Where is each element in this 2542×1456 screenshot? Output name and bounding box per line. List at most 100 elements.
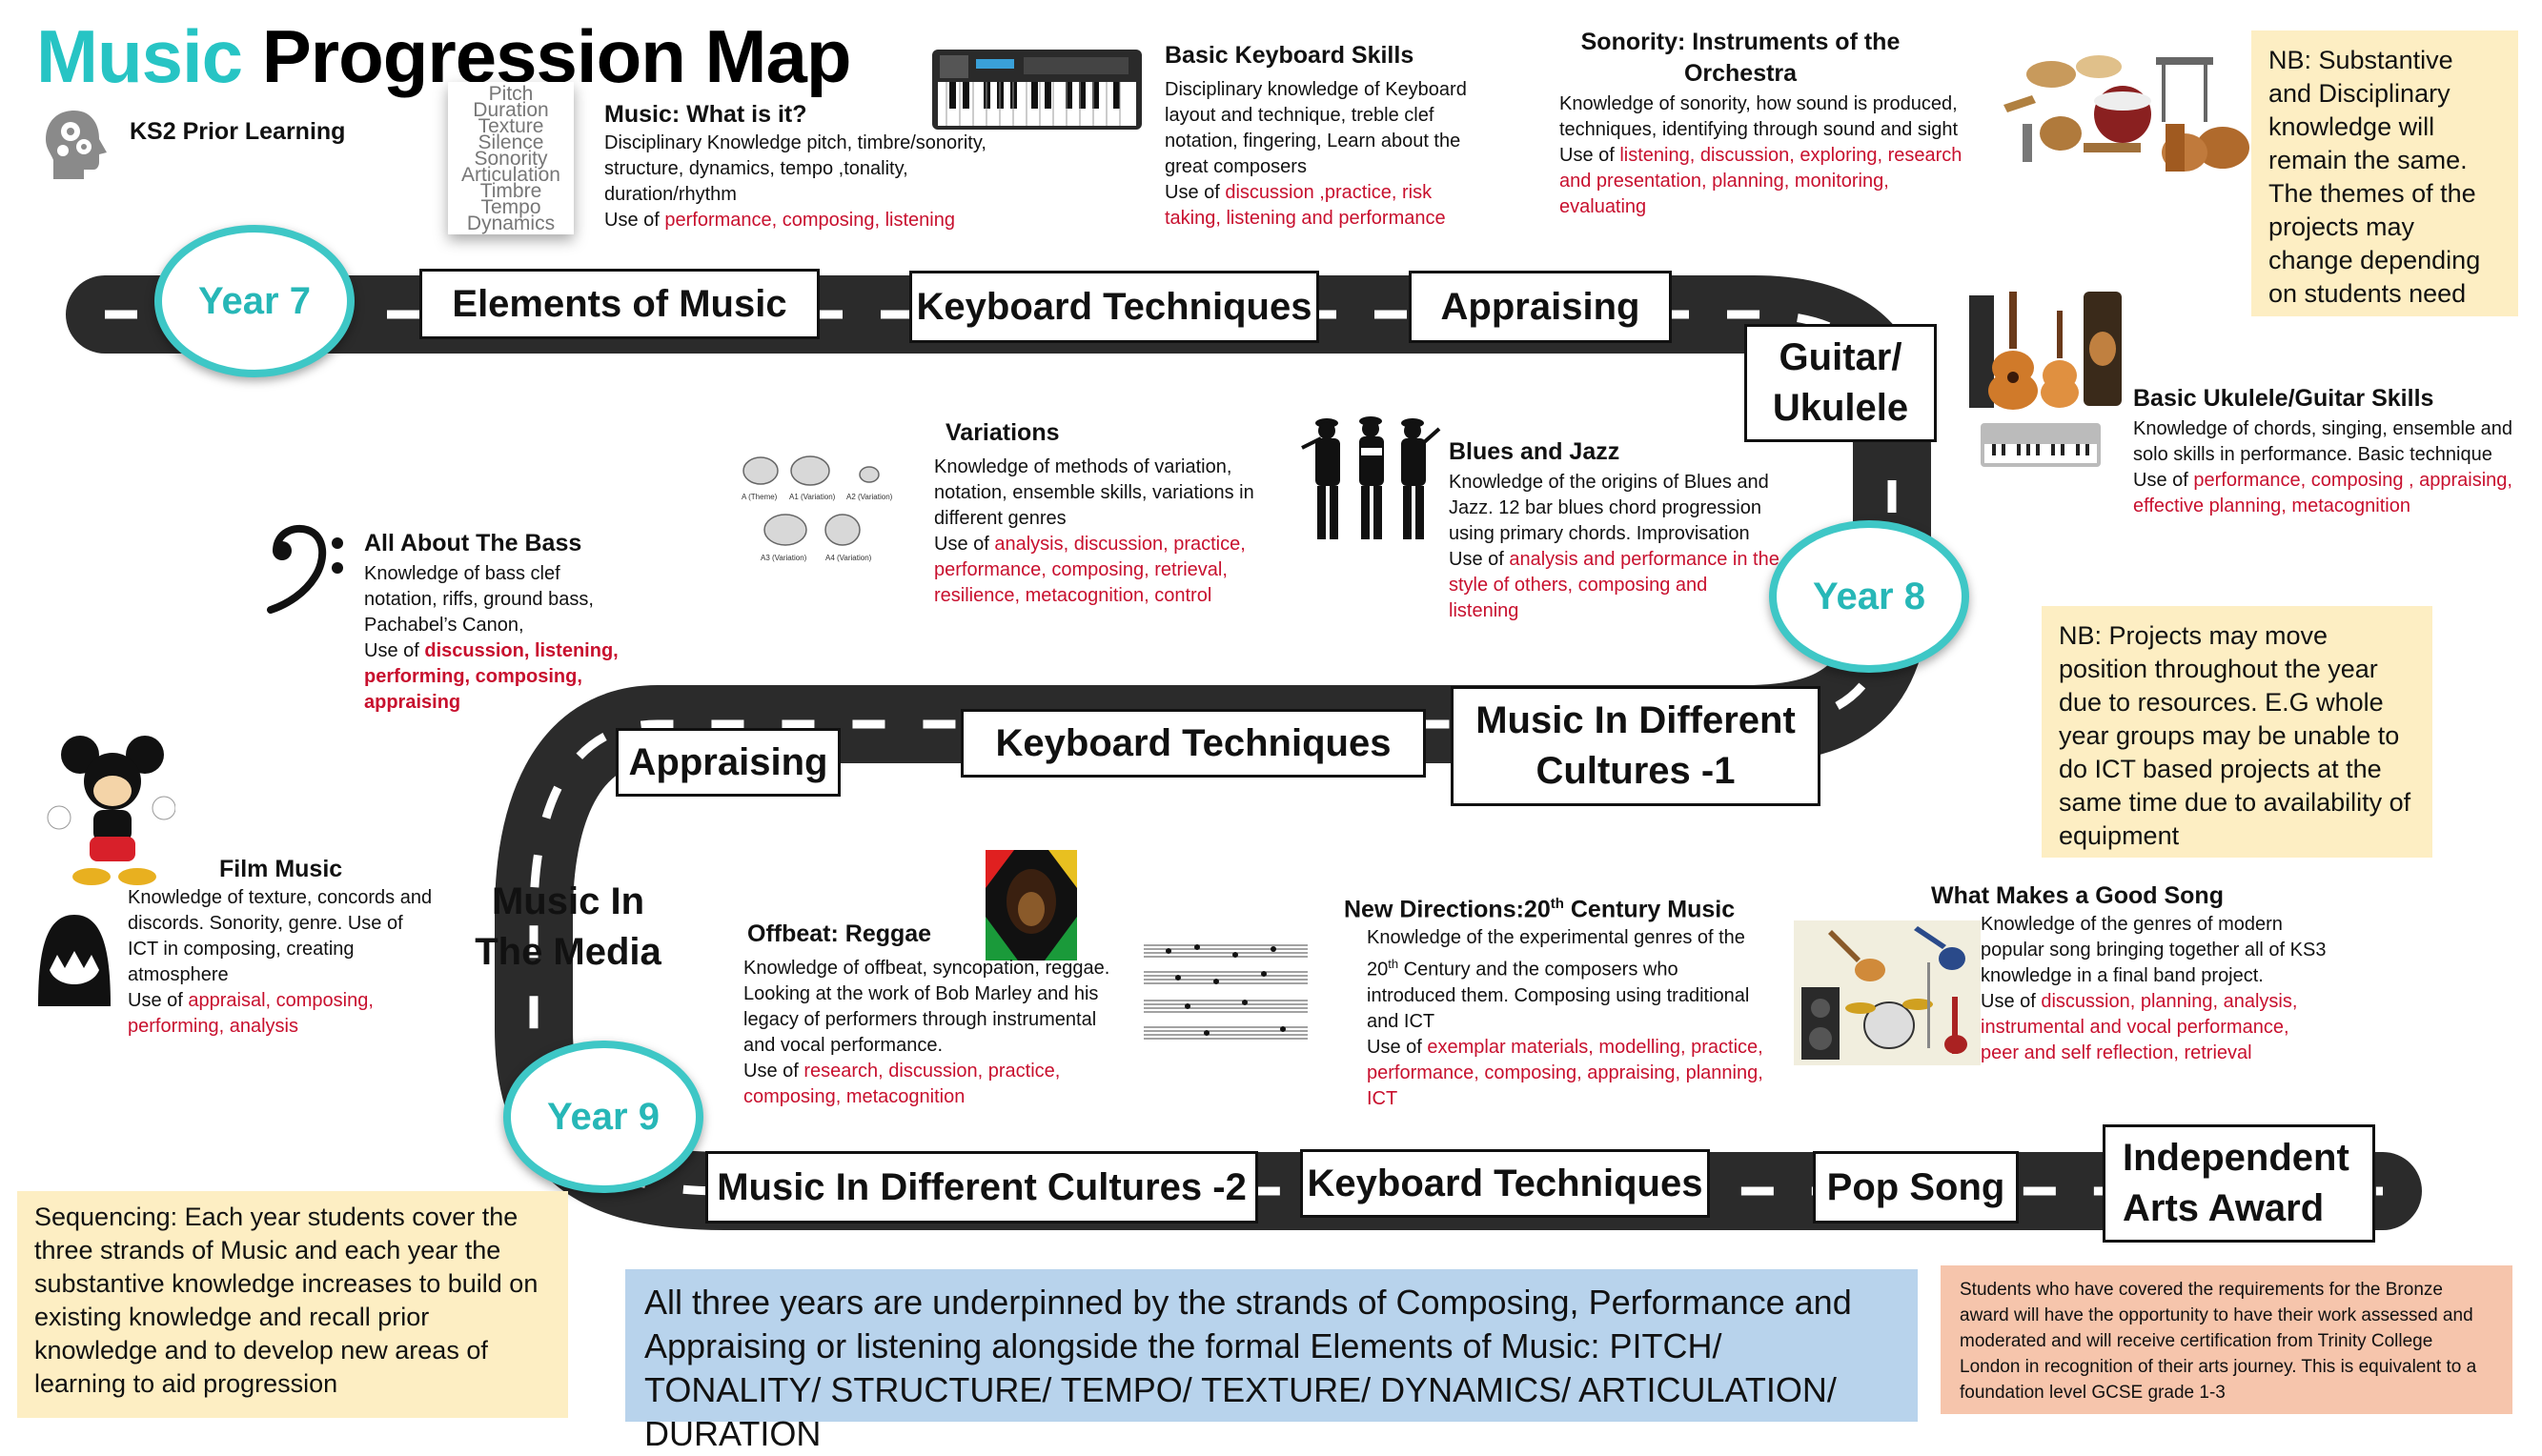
note-sequencing: Sequencing: Each year students cover the… <box>17 1191 568 1418</box>
use-prefix: Use of <box>1165 182 1226 203</box>
box-line: Guitar/ <box>1779 336 1902 378</box>
box-elements-of-music: Elements of Music <box>419 269 820 339</box>
year-9-marker: Year 9 <box>503 1041 703 1193</box>
use-prefix: Use of <box>934 534 995 555</box>
word-cloud-word: Silence <box>478 131 544 153</box>
word-cloud-word: Dynamics <box>466 212 556 234</box>
topic-body: Disciplinary Knowledge pitch, timbre/son… <box>604 132 986 205</box>
use-list: research, discussion, practice, composin… <box>743 1061 1061 1107</box>
topic-title: Basic Keyboard Skills <box>1165 42 1414 69</box>
topic-title: What Makes a Good Song <box>1931 882 2224 909</box>
use-list: appraisal, composing, performing, analys… <box>128 990 374 1037</box>
variation-label: A1 (Variation) <box>789 493 836 501</box>
word-cloud: Pitch Duration Texture Silence Sonority … <box>448 82 574 234</box>
word-cloud-word: Texture <box>478 115 544 137</box>
word-cloud-word: Timbre <box>479 180 542 202</box>
topic-bass: All About The Bass Knowledge of bass cle… <box>364 530 631 716</box>
ks2-label: KS2 Prior Learning <box>130 118 346 145</box>
word-cloud-word: Articulation <box>461 164 560 186</box>
topic-body: Knowledge of sonority, how sound is prod… <box>1559 93 1959 140</box>
box-keyboard-techniques-y8: Keyboard Techniques <box>961 709 1426 778</box>
guitar-ukulele-icon <box>1969 292 2122 410</box>
topic-body-end: Century and the composers who introduced… <box>1367 959 1750 1032</box>
topic-title: All About The Bass <box>364 530 582 556</box>
topic-title-line2: Orchestra <box>1683 60 1798 87</box>
note-bronze-award: Students who have covered the requiremen… <box>1941 1265 2512 1414</box>
topic-title-end: Century Music <box>1563 896 1736 923</box>
bob-marley-icon <box>986 850 1077 961</box>
keyboard-small-icon <box>1981 423 2101 467</box>
box-line: Independent <box>2123 1137 2349 1179</box>
use-list: performance, composing , appraising, eff… <box>2133 470 2512 516</box>
word-cloud-word: Tempo <box>480 196 541 218</box>
topic-title-text: New Directions:20 <box>1344 896 1551 923</box>
body-superscript: th <box>1388 957 1399 972</box>
topic-body: Knowledge of the origins of Blues and Ja… <box>1449 472 1769 544</box>
use-prefix: Use of <box>364 640 425 661</box>
mickey-mouse-icon <box>47 736 175 885</box>
topic-body: Knowledge of chords, singing, ensemble a… <box>2133 418 2513 465</box>
topic-title: Offbeat: Reggae <box>747 920 932 947</box>
topic-body: Knowledge of methods of variation, notat… <box>934 456 1254 529</box>
use-prefix: Use of <box>2133 470 2194 491</box>
use-list: listening, discussion, exploring, resear… <box>1559 145 1962 217</box>
topic-reggae: Offbeat: Reggae Knowledge of offbeat, sy… <box>743 920 1125 1110</box>
box-line: Ukulele <box>1772 387 1909 429</box>
use-prefix: Use of <box>1981 991 2042 1012</box>
box-appraising-y7: Appraising <box>1409 271 1672 343</box>
use-list: discussion, listening, performing, compo… <box>364 640 619 713</box>
use-list: analysis and performance in the style of… <box>1449 549 1779 621</box>
note-nb-substantive: NB: Substantive and Disciplinary knowled… <box>2251 30 2518 316</box>
bass-clef-icon <box>267 524 343 614</box>
use-list: performance, composing, listening <box>664 210 955 231</box>
note-underpinned: All three years are underpinned by the s… <box>625 1269 1918 1453</box>
orchestra-instruments-icon <box>2003 55 2249 172</box>
box-line: Music In <box>491 880 645 922</box>
topic-body: Knowledge of bass clef notation, riffs, … <box>364 563 594 636</box>
use-prefix: Use of <box>128 990 189 1011</box>
variation-label: A2 (Variation) <box>846 493 893 501</box>
shark-jaws-icon <box>38 915 111 1006</box>
use-list: exemplar materials, modelling, practice,… <box>1367 1036 1763 1109</box>
title-superscript: th <box>1550 896 1564 912</box>
box-arts-award: Independent Arts Award <box>2103 1124 2375 1243</box>
page-title: Music Progression Map <box>36 13 852 100</box>
topic-sonority: Sonority: Instruments of the Orchestra K… <box>1559 29 1979 220</box>
topic-title: Sonority: Instruments of the <box>1580 29 1901 55</box>
word-cloud-word: Pitch <box>488 83 534 105</box>
box-music-cultures-1: Music In Different Cultures -1 <box>1451 686 1820 806</box>
box-music-in-the-media: Music In The Media <box>463 877 673 978</box>
topic-new-directions: New Directions:20th Century Music Knowle… <box>1344 896 1763 1112</box>
topic-body: Knowledge of texture, concords and disco… <box>128 887 433 985</box>
topic-ukulele: Basic Ukulele/Guitar Skills Knowledge of… <box>2133 385 2533 519</box>
box-line: Cultures -1 <box>1535 750 1736 792</box>
topic-variations: Variations Knowledge of methods of varia… <box>934 419 1287 609</box>
topic-what-is-it: Music: What is it? Disciplinary Knowledg… <box>604 101 1005 233</box>
use-prefix: Use of <box>604 210 665 231</box>
box-keyboard-techniques-y7: Keyboard Techniques <box>909 271 1319 343</box>
topic-film-music: Film Music Knowledge of texture, concord… <box>128 856 433 1040</box>
topic-body: Knowledge of the genres of modern popula… <box>1981 914 2327 986</box>
topic-body: Knowledge of the experimental genres of … <box>1367 927 1745 981</box>
elephants-icon: A (Theme) A1 (Variation) A2 (Variation) … <box>742 455 893 562</box>
use-list: discussion, planning, analysis, instrume… <box>1981 991 2298 1063</box>
box-line: Music In Different <box>1475 699 1796 741</box>
variation-label: A4 (Variation) <box>825 554 872 562</box>
use-prefix: Use of <box>1449 549 1510 570</box>
use-prefix: Use of <box>1559 145 1620 166</box>
use-list: analysis, discussion, practice, performa… <box>934 534 1246 606</box>
band-instruments-icon <box>1794 920 1981 1065</box>
use-prefix: Use of <box>1367 1036 1428 1058</box>
jazz-band-icon <box>1301 416 1441 539</box>
head-gears-icon <box>46 111 107 179</box>
variation-label: A (Theme) <box>742 493 778 501</box>
sheet-music-icon <box>1144 944 1308 1040</box>
box-line: Arts Award <box>2123 1187 2325 1229</box>
topic-title: Blues and Jazz <box>1449 438 1620 465</box>
use-list: discussion ,practice, risk taking, liste… <box>1165 182 1446 229</box>
box-music-cultures-2: Music In Different Cultures -2 <box>705 1151 1258 1223</box>
use-prefix: Use of <box>743 1061 804 1082</box>
topic-good-song: What Makes a Good Song Knowledge of the … <box>1931 882 2331 1066</box>
keyboard-icon <box>932 50 1142 130</box>
year-8-marker: Year 8 <box>1769 520 1969 673</box>
